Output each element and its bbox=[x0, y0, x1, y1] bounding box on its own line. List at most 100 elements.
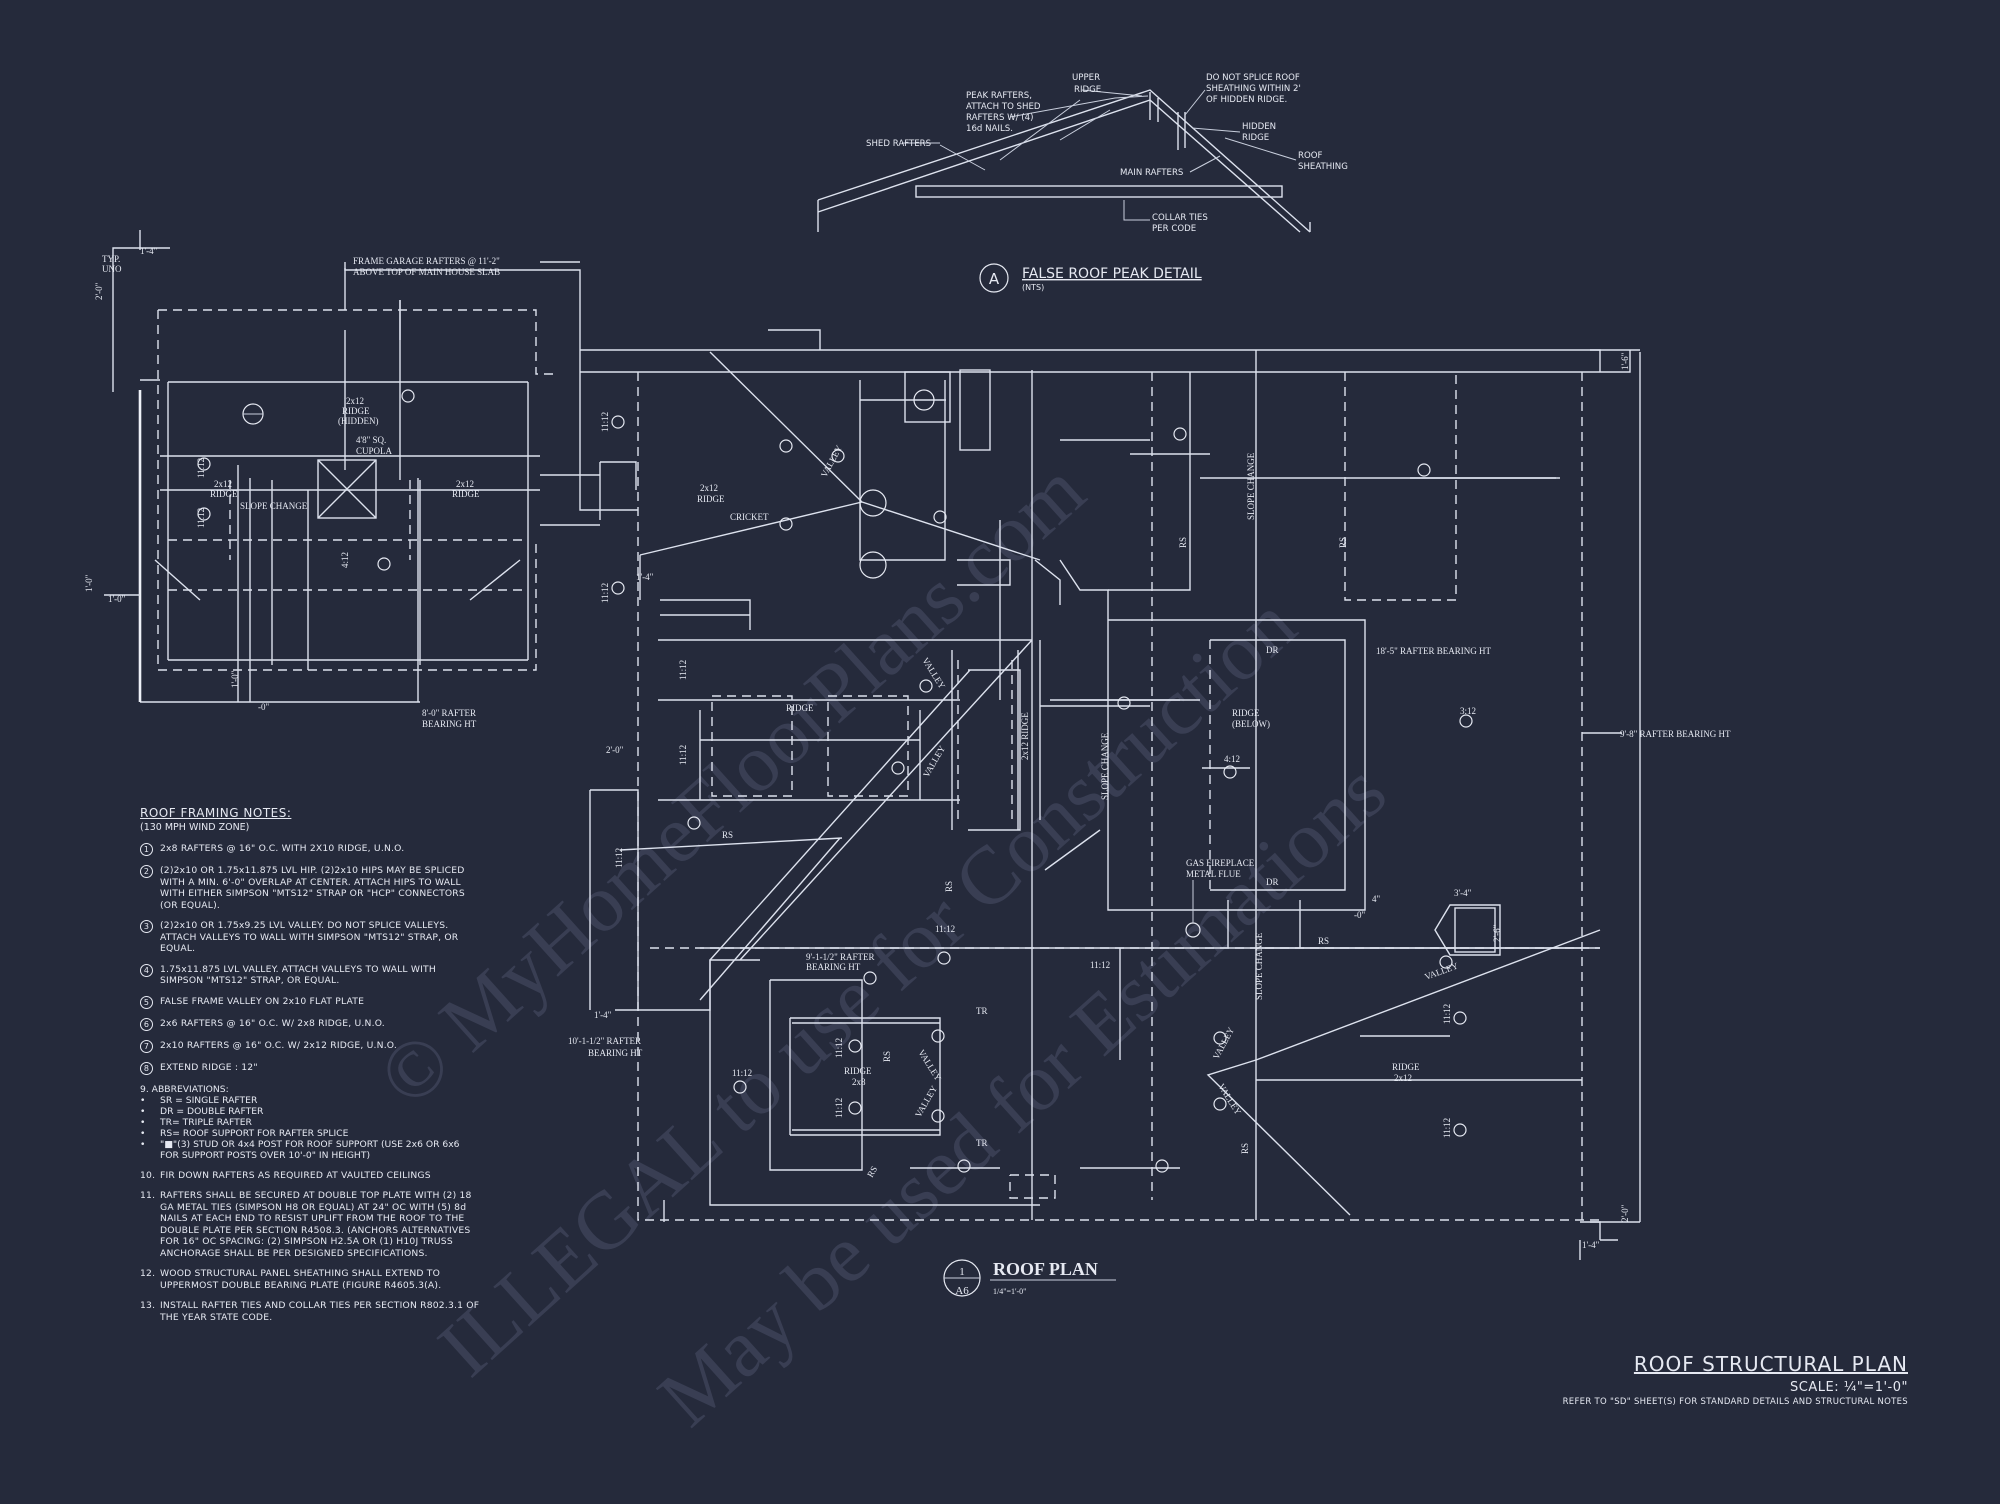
rs-label-2: RS bbox=[1318, 936, 1329, 946]
note-item: 5 FALSE FRAME VALLEY ON 2x10 FLAT PLATE bbox=[140, 995, 480, 1009]
note-item: 11.RAFTERS SHALL BE SECURED AT DOUBLE TO… bbox=[140, 1190, 480, 1259]
abbreviations-title: 9. ABBREVIATIONS: bbox=[140, 1083, 229, 1095]
note-number: 2 bbox=[140, 865, 153, 878]
notes-title: ROOF FRAMING NOTES: bbox=[140, 806, 292, 820]
typ-label: TYP. bbox=[102, 254, 120, 264]
detail-bubble-letter: A bbox=[989, 270, 1000, 288]
ridge-2x12-b: 2x12 bbox=[214, 479, 232, 489]
pitch-v-5: 11:12 bbox=[600, 583, 610, 603]
abbr-item: •TR= TRIPLE RAFTER bbox=[140, 1116, 252, 1128]
pitch-3-12: 3:12 bbox=[1460, 706, 1476, 716]
abbreviations: 9. ABBREVIATIONS: •SR = SINGLE RAFTER •D… bbox=[140, 1084, 480, 1161]
slope-change-v-1: SLOPE CHANGE bbox=[1100, 732, 1110, 800]
slope-change-v-2: SLOPE CHANGE bbox=[1246, 452, 1256, 520]
label-upper: UPPER bbox=[1072, 73, 1100, 83]
note-number: 12. bbox=[140, 1268, 156, 1279]
note-number: 3 bbox=[140, 920, 153, 933]
detail-bubble bbox=[979, 263, 1009, 293]
dim-1-0-v2: 1'-0" bbox=[84, 574, 94, 592]
label-splice-3: OF HIDDEN RIDGE. bbox=[1206, 95, 1287, 105]
dr-label-2: DR bbox=[1266, 877, 1279, 887]
abbr-text: RS= ROOF SUPPORT FOR RAFTER SPLICE bbox=[160, 1127, 349, 1139]
pitch-v-3: 4:12 bbox=[340, 552, 350, 568]
dim-1-4-b: 1'-4" bbox=[594, 1010, 612, 1020]
cupola-size: 4'8" SQ. bbox=[356, 435, 386, 445]
dim-2-0: 2'-0" bbox=[606, 745, 624, 755]
sheet-title: ROOF STRUCTURAL PLAN bbox=[1633, 1352, 1908, 1376]
label-main-rafters: MAIN RAFTERS bbox=[1120, 168, 1183, 178]
ridge-2x12-vertical: 2x12 RIDGE bbox=[1020, 712, 1030, 760]
pitch-v-9: 11:12 bbox=[834, 1038, 844, 1058]
notes-subtitle: (130 MPH WIND ZONE) bbox=[140, 822, 250, 833]
dim-2-6-v: 2'-6" bbox=[1492, 924, 1502, 942]
pitch-v-10: 11:12 bbox=[834, 1098, 844, 1118]
pitch-v-11: 11:12 bbox=[1442, 1004, 1452, 1024]
note-text: 2x6 RAFTERS @ 16" O.C. W/ 2x8 RIDGE, U.N… bbox=[160, 1017, 385, 1029]
sheet-title-block: ROOF STRUCTURAL PLAN SCALE: ¼"=1'-0" REF… bbox=[1563, 1352, 1908, 1407]
note-number: 7 bbox=[140, 1039, 153, 1053]
cupola bbox=[317, 459, 377, 519]
note-number: 10. bbox=[140, 1169, 156, 1181]
bearing-9-1-a: 9'-1-1/2" RAFTER bbox=[806, 952, 875, 962]
note-item: 12. WOOD STRUCTURAL PANEL SHEATHING SHALL… bbox=[140, 1268, 480, 1291]
detail-scale: (NTS) bbox=[1022, 283, 1044, 292]
label-upper-ridge: RIDGE bbox=[1074, 85, 1101, 95]
abbr-text: "■"(3) STUD OR 4x4 POST FOR ROOF SUPPORT… bbox=[160, 1138, 460, 1161]
label-collar-2: PER CODE bbox=[1152, 224, 1196, 234]
note-text: FALSE FRAME VALLEY ON 2x10 FLAT PLATE bbox=[160, 995, 365, 1007]
label-hidden-1: HIDDEN bbox=[1242, 122, 1276, 132]
dim-2-0-v: 2'-0" bbox=[94, 282, 104, 300]
sheet-scale: SCALE: ¼"=1'-0" bbox=[1790, 1380, 1908, 1395]
rs-v-5: RS bbox=[882, 1051, 892, 1062]
dim-0: -0" bbox=[258, 702, 269, 712]
label-sheath-2: SHEATHING bbox=[1298, 162, 1348, 172]
ridge-2x12-a: 2x12 bbox=[346, 396, 364, 406]
slope-change-garage: SLOPE CHANGE bbox=[240, 501, 308, 511]
hidden-label: (HIDDEN) bbox=[338, 416, 379, 426]
note-number: 13. bbox=[140, 1300, 156, 1311]
ridge-2x12-c: 2x12 bbox=[456, 479, 474, 489]
rs-v-4: RS bbox=[1240, 1143, 1250, 1154]
ridge-2x12-d: 2x12 bbox=[700, 483, 718, 493]
frame-garage-1: FRAME GARAGE RAFTERS @ 11'-2" bbox=[353, 256, 500, 266]
bearing-10-1-b: BEARING HT bbox=[588, 1048, 643, 1058]
bearing-10-1-a: 10'-1-1/2" RAFTER bbox=[568, 1036, 641, 1046]
dim-1-0-v: 1'-0" bbox=[230, 670, 240, 688]
label-splice-2: SHEATHING WITHIN 2' bbox=[1206, 84, 1301, 94]
ridge-below-1: RIDGE bbox=[1232, 708, 1260, 718]
label-peak-1: PEAK RAFTERS, bbox=[966, 91, 1032, 101]
false-roof-peak-detail: UPPER RIDGE PEAK RAFTERS, ATTACH TO SHED… bbox=[817, 73, 1348, 293]
detail-title: FALSE ROOF PEAK DETAIL bbox=[1022, 266, 1202, 282]
dim-1-4: 1'-4" bbox=[140, 246, 158, 256]
ridge-e: RIDGE bbox=[786, 703, 814, 713]
cupola-label: CUPOLA bbox=[356, 446, 393, 456]
ridge-b: RIDGE bbox=[210, 489, 238, 499]
note-text: (2)2x10 OR 1.75x11.875 LVL HIP. (2)2x10 … bbox=[160, 865, 465, 911]
note-text: FIR DOWN RAFTERS AS REQUIRED AT VAULTED … bbox=[160, 1169, 431, 1181]
label-peak-2: ATTACH TO SHED bbox=[966, 102, 1041, 112]
note-number: 5 bbox=[140, 995, 153, 1009]
dim-0-b: -0" bbox=[1354, 910, 1365, 920]
note-number: 11. bbox=[140, 1190, 156, 1201]
dim-1-6-v: 1'-6" bbox=[1620, 352, 1630, 370]
note-item: 2 (2)2x10 OR 1.75x11.875 LVL HIP. (2)2x10… bbox=[140, 865, 480, 911]
pitch-v-1: 11:12 bbox=[196, 458, 206, 478]
note-text: WOOD STRUCTURAL PANEL SHEATHING SHALL EX… bbox=[160, 1268, 442, 1291]
note-number: 4 bbox=[140, 963, 153, 977]
note-number: 1 bbox=[140, 843, 153, 856]
pitch-11-12-a: 11:12 bbox=[935, 924, 955, 934]
dim-1-0-a: 1'-0" bbox=[108, 594, 126, 604]
pitch-11-12-b: 11:12 bbox=[1090, 960, 1110, 970]
dim-1-4-c: 1'-4" bbox=[1582, 1240, 1600, 1250]
pitch-v-2: 11:12 bbox=[196, 508, 206, 528]
plan-sheet-ref: A6 bbox=[955, 1285, 969, 1297]
abbr-item: •SR = SINGLE RAFTER bbox=[140, 1094, 258, 1106]
abbr-text: DR = DOUBLE RAFTER bbox=[160, 1105, 264, 1117]
gas-fireplace: GAS FIREPLACE bbox=[1186, 858, 1255, 868]
